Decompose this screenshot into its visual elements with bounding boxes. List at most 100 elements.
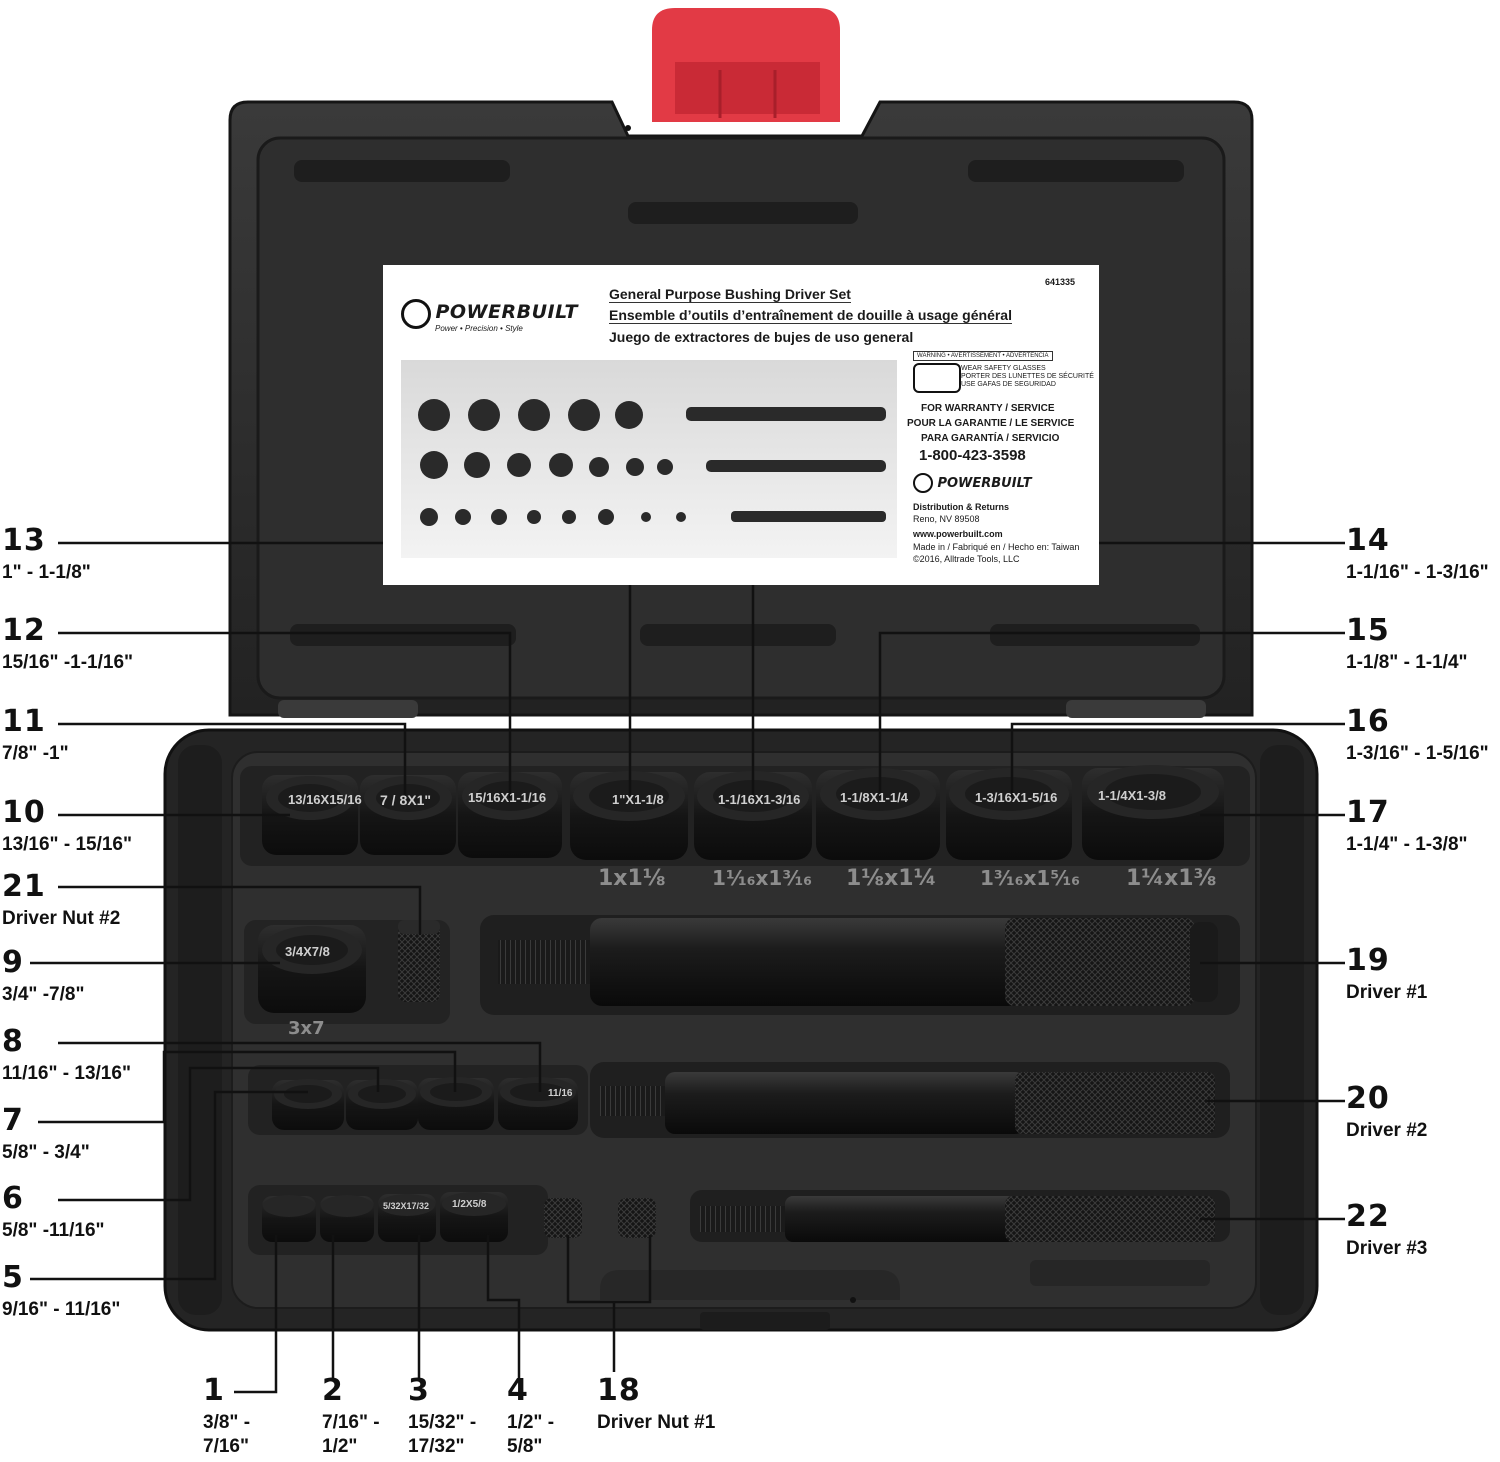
callout-1-number: 1 — [203, 1373, 225, 1408]
callout-14: 14 1-1/16" - 1-3/16" — [1346, 526, 1489, 585]
ring-marking-10: 13/16X15/16 — [288, 792, 362, 807]
callout-13-number: 13 — [2, 523, 46, 558]
safety-french: PORTER DES LUNETTES DE SÉCURITÉ — [961, 373, 1094, 380]
tray-etching-14: 1¹⁄₁₆x1³⁄₁₆ — [712, 866, 812, 890]
brand-logo-small: POWERBUILT — [913, 473, 1032, 493]
ring-marking-12: 15/16X1-1/16 — [468, 790, 547, 805]
callout-15-number: 15 — [1346, 613, 1390, 648]
driver-nut-18a[interactable] — [544, 1198, 582, 1238]
callout-3-size: 15/32" - — [408, 1412, 477, 1433]
distribution-label: Distribution & Returns — [913, 502, 1009, 512]
driver-nut-18b[interactable] — [618, 1198, 656, 1238]
red-latch[interactable] — [652, 8, 840, 122]
driver-22[interactable] — [700, 1196, 1215, 1242]
callout-18-number: 18 — [597, 1373, 641, 1408]
bushing-2[interactable] — [320, 1195, 374, 1242]
bushing-15[interactable] — [816, 768, 940, 860]
safety-english: WEAR SAFETY GLASSES — [961, 365, 1046, 372]
callout-14-size: 1-1/16" - 1-3/16" — [1346, 562, 1489, 583]
callout-12: 12 15/16" -1-1/16" — [2, 616, 133, 675]
bushing-5[interactable] — [272, 1079, 344, 1130]
bushing-17[interactable] — [1082, 765, 1224, 860]
callout-12-number: 12 — [2, 613, 46, 648]
callout-15-size: 1-1/8" - 1-1/4" — [1346, 652, 1468, 673]
support-phone: 1-800-423-3598 — [919, 447, 1026, 464]
safety-glasses-icon — [913, 363, 961, 393]
title-french: Ensemble d’outils d’entraînement de doui… — [609, 307, 1012, 324]
callout-12-size: 15/16" -1-1/16" — [2, 652, 134, 673]
warranty-french: POUR LA GARANTIE / LE SERVICE — [907, 418, 1075, 429]
driver-20[interactable] — [600, 1072, 1215, 1134]
callout-19-size: Driver #1 — [1346, 982, 1428, 1003]
callout-2-number: 2 — [322, 1373, 344, 1408]
bushing-9[interactable] — [258, 925, 366, 1013]
callout-5-number: 5 — [2, 1260, 24, 1295]
distribution-city: Reno, NV 89508 — [913, 514, 980, 524]
callout-8-size: 11/16" - 13/16" — [2, 1063, 131, 1084]
ring-marking-15: 1-1/8X1-1/4 — [840, 790, 908, 805]
title-spanish: Juego de extractores de bujes de uso gen… — [609, 329, 914, 345]
callout-4-size-end: 5/8" — [507, 1435, 543, 1457]
brand-mark-icon — [401, 299, 431, 329]
driver-nut-21[interactable] — [398, 920, 440, 1002]
bushing-8[interactable] — [498, 1077, 578, 1130]
warning-header: WARNING • AVERTISSEMENT • ADVERTENCIA — [913, 351, 1053, 361]
made-in: Made in / Fabriqué en / Hecho en: Taiwan — [913, 542, 1080, 552]
driver-19[interactable] — [498, 918, 1218, 1006]
tray-etching-17: 1¼x1⅜ — [1126, 866, 1217, 891]
bushing-11[interactable] — [360, 775, 456, 855]
callout-1-size: 3/8" - — [203, 1412, 251, 1433]
bushing-6[interactable] — [346, 1079, 418, 1130]
product-label-card: POWERBUILT Power • Precision • Style 641… — [383, 265, 1099, 585]
callout-9-number: 9 — [2, 945, 24, 980]
callout-2-size: 7/16" - — [322, 1412, 380, 1433]
bushing-4[interactable] — [440, 1192, 508, 1242]
callout-3-number: 3 — [408, 1373, 430, 1408]
website: www.powerbuilt.com — [913, 529, 1003, 539]
brand-tagline: Power • Precision • Style — [435, 324, 523, 333]
callout-7-number: 7 — [2, 1103, 24, 1138]
callout-11-number: 11 — [2, 704, 46, 739]
bushing-3[interactable] — [378, 1194, 436, 1242]
ring-marking-3: 5/32X17/32 — [383, 1201, 430, 1211]
warranty-spanish: PARA GARANTÍA / SERVICIO — [921, 433, 1060, 444]
callout-21-number: 21 — [2, 869, 46, 904]
callout-21-size: Driver Nut #2 — [2, 908, 121, 929]
callout-1: 1 3/8" -7/16" — [203, 1376, 250, 1459]
callout-5-size: 9/16" - 11/16" — [2, 1299, 121, 1320]
callout-14-number: 14 — [1346, 523, 1390, 558]
callout-1-size-end: 7/16" — [203, 1435, 249, 1457]
product-photo-drawing — [418, 399, 886, 526]
callout-3-size-end: 17/32" — [408, 1435, 465, 1457]
ring-marking-9: 3/4X7/8 — [285, 944, 330, 959]
bushing-10[interactable] — [262, 775, 358, 855]
callout-20-size: Driver #2 — [1346, 1120, 1428, 1141]
callout-2-size-end: 1/2" — [322, 1435, 358, 1457]
product-photo — [401, 360, 897, 558]
bushing-16[interactable] — [946, 768, 1072, 860]
part-number: 641335 — [1045, 277, 1076, 287]
tray-etching-16: 1³⁄₁₆x1⁵⁄₁₆ — [980, 866, 1080, 890]
callout-5: 5 9/16" - 11/16" — [2, 1263, 120, 1322]
callout-16-number: 16 — [1346, 704, 1390, 739]
callout-10-size: 13/16" - 15/16" — [2, 834, 132, 855]
bushing-1[interactable] — [262, 1195, 316, 1242]
callout-4-number: 4 — [507, 1373, 529, 1408]
ring-marking-11: 7 / 8X1" — [380, 792, 432, 808]
copyright: ©2016, Alltrade Tools, LLC — [913, 554, 1020, 564]
brand-name: POWERBUILT — [435, 301, 578, 324]
callout-17-size: 1-1/4" - 1-3/8" — [1346, 834, 1468, 855]
callout-3: 3 15/32" -17/32" — [408, 1376, 476, 1459]
